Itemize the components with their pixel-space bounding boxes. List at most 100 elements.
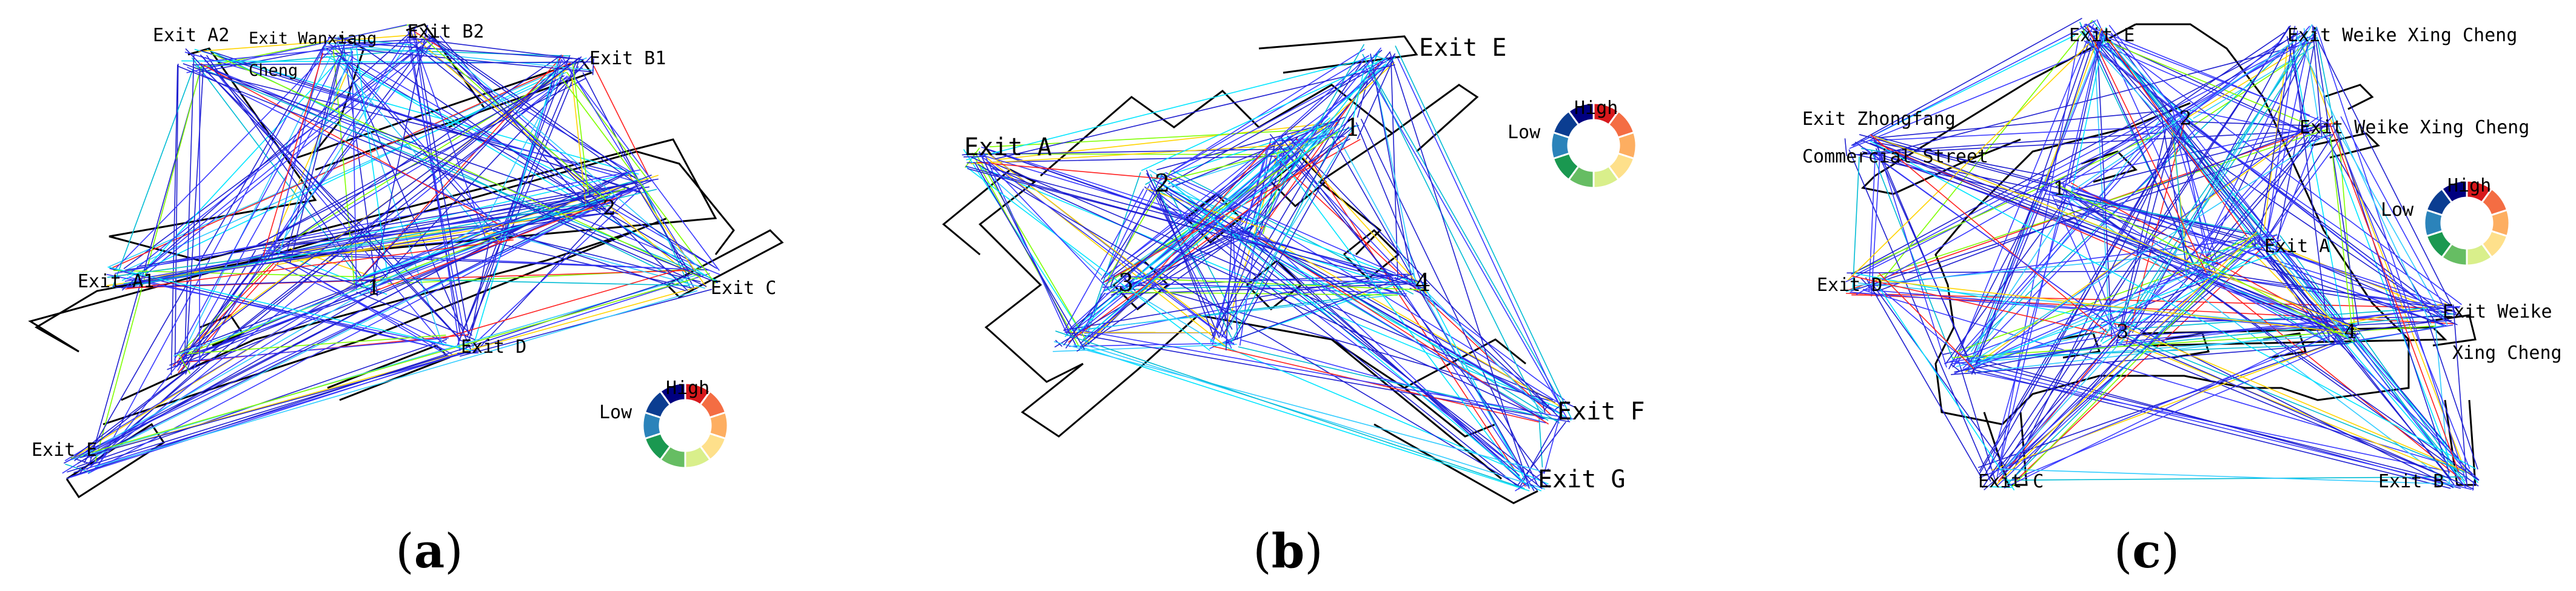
- flow-line: [1879, 122, 2324, 292]
- flow-line: [1389, 52, 1530, 489]
- flow-line: [186, 65, 204, 359]
- flow-line: [1241, 226, 1560, 424]
- flow-line: [258, 78, 586, 245]
- flow-line: [1871, 150, 1954, 362]
- flow-line: [1081, 343, 1545, 490]
- flow-line: [1076, 293, 1404, 331]
- flow-line: [967, 168, 1426, 290]
- flow-line: [2070, 182, 2341, 331]
- legend-low-label: Low: [599, 402, 632, 423]
- node-label: 2: [603, 196, 616, 220]
- flow-line: [1954, 344, 2102, 373]
- flow-line: [1868, 126, 2162, 141]
- flow-line: [592, 58, 594, 75]
- flow-line: [2086, 40, 2447, 322]
- flow-line: [572, 58, 581, 76]
- flow-line: [1364, 60, 1562, 403]
- flow-line: [1945, 198, 2067, 364]
- flow-line: [2125, 334, 2466, 473]
- flow-line: [609, 200, 716, 269]
- flow-line: [1068, 132, 1353, 343]
- flow-line: [173, 235, 506, 357]
- flow-line: [73, 349, 475, 473]
- legend-ring-segment: [1567, 102, 1595, 127]
- node-label: 2: [2179, 107, 2192, 130]
- flow-line: [127, 37, 426, 276]
- flow-line: [1870, 140, 2477, 470]
- flow-line: [1951, 306, 2461, 364]
- flow-line: [183, 251, 266, 367]
- flow-line: [277, 40, 356, 258]
- flow-line: [1103, 285, 1115, 292]
- flow-line: [183, 63, 619, 215]
- flow-line: [351, 195, 613, 281]
- flow-line: [167, 174, 652, 370]
- flow-line: [343, 57, 491, 221]
- flow-line: [2101, 28, 2248, 237]
- flow-line: [70, 278, 696, 459]
- flow-line: [185, 48, 461, 341]
- flow-line: [201, 56, 444, 346]
- flow-line: [1998, 28, 2103, 470]
- flow-line: [209, 67, 707, 287]
- flow-line: [982, 151, 1068, 336]
- flow-line: [1871, 151, 1881, 297]
- flow-line: [1868, 152, 1876, 292]
- flow-line: [1065, 155, 1288, 334]
- flow-line: [174, 64, 179, 367]
- flow-line: [2207, 115, 2333, 264]
- flow-line: [2061, 189, 2252, 243]
- flow-line: [174, 227, 512, 355]
- color-ring: [1550, 102, 1637, 189]
- flow-line: [129, 182, 638, 284]
- flow-line: [1844, 138, 1848, 156]
- flow-line: [2258, 25, 2296, 243]
- flow-line: [1860, 139, 2332, 331]
- flow-line: [480, 68, 565, 232]
- flow-line: [1117, 136, 1291, 283]
- flow-line: [380, 278, 690, 286]
- flow-line: [363, 65, 561, 276]
- flow-line: [1850, 134, 2333, 292]
- node-label: 4: [1415, 269, 1431, 297]
- flow-line: [2267, 30, 2298, 233]
- flow-line: [1970, 313, 2455, 362]
- exit-label: Xing Cheng: [2452, 342, 2562, 364]
- flow-line: [566, 72, 648, 180]
- exit-label: Exit F: [1557, 398, 1645, 426]
- flow-line: [1251, 241, 1520, 476]
- flow-line: [2195, 29, 2318, 280]
- flow-line: [336, 41, 472, 351]
- exit-label: Exit C: [1978, 471, 2044, 492]
- flow-line: [2093, 32, 2110, 332]
- flow-line: [273, 36, 431, 246]
- station-outline-b: [942, 35, 1538, 504]
- flow-line: [2054, 182, 2344, 337]
- flow-line: [428, 33, 688, 292]
- flow-line: [1085, 172, 1141, 334]
- flow-line: [1255, 58, 1365, 222]
- flow-line: [1055, 330, 1525, 489]
- flow-line: [2294, 32, 2432, 325]
- flow-line: [2054, 199, 2443, 325]
- node-label: 1: [2053, 177, 2065, 200]
- flow-line: [2054, 179, 2444, 326]
- flow-line: [2115, 306, 2458, 344]
- flow-line: [1958, 361, 1997, 486]
- flow-line: [1085, 273, 1403, 337]
- flow-line: [475, 190, 626, 352]
- flow-line: [357, 43, 602, 212]
- flow-line: [632, 180, 689, 271]
- flow-line: [2170, 129, 2349, 340]
- flow-line: [2083, 25, 2274, 245]
- flow-line: [2330, 136, 2353, 332]
- flow-line: [325, 41, 440, 47]
- flow-line: [89, 199, 605, 458]
- flow-line: [1331, 136, 1535, 492]
- flow-line: [138, 264, 258, 279]
- flow-line: [289, 39, 346, 264]
- exit-label: Exit Zhongfang: [1802, 109, 1956, 130]
- legend-low-label: Low: [2381, 199, 2414, 221]
- flow-line: [1107, 62, 1392, 275]
- flow-line: [2099, 232, 2266, 330]
